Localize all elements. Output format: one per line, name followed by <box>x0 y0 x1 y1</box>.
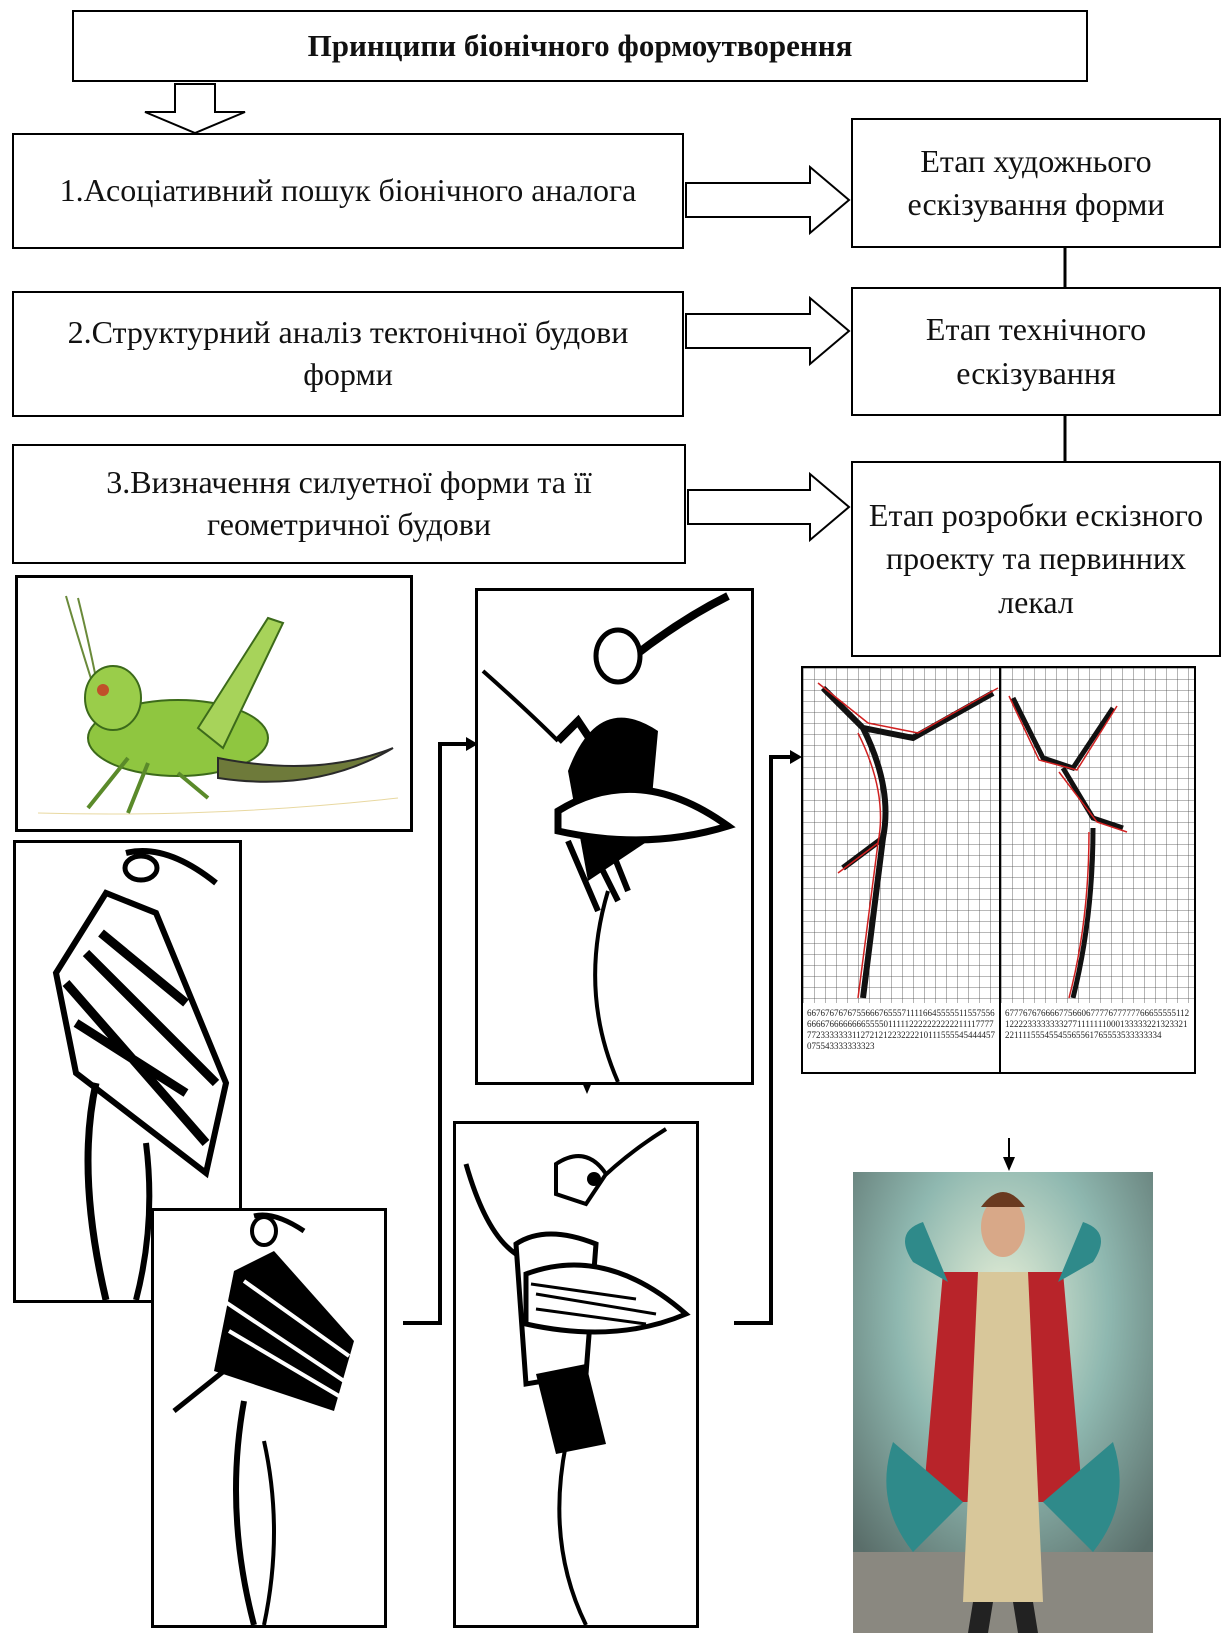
principle-box-2: 2.Структурний аналіз тектонічної будови … <box>12 291 684 417</box>
stage-box-3: Етап розробки ескізного проекту та перви… <box>851 461 1221 657</box>
right-block-arrow-2 <box>686 298 849 364</box>
figure-sketch-2 <box>453 1121 699 1628</box>
grid-numbers-left: 6676767676755666765557111166455555115575… <box>807 1008 995 1072</box>
abstract-sketch-b <box>151 1208 387 1628</box>
figure-sketch-2-drawing <box>456 1124 696 1625</box>
stage-box-2: Етап технічного ескізування <box>851 287 1221 416</box>
principle-text-1: 1.Асоціативний пошук біонічного аналога <box>60 170 637 212</box>
principle-text-2: 2.Структурний аналіз тектонічної будови … <box>64 312 632 395</box>
pattern-grid-image: 6676767676755666765557111166455555115575… <box>801 666 1196 1074</box>
stage-text-1: Етап художнього ескізування форми <box>863 140 1209 226</box>
diagram-title: Принципи біонічного формоутворення <box>72 10 1088 82</box>
stage-text-2: Етап технічного ескізування <box>883 308 1189 394</box>
grasshopper-image <box>15 575 413 832</box>
grid-numbers-right: 6777676766667756606777767777776665555511… <box>1005 1008 1191 1072</box>
figure-sketch-1-drawing <box>478 591 751 1082</box>
down-block-arrow <box>145 84 245 133</box>
principle-box-1: 1.Асоціативний пошук біонічного аналога <box>12 133 684 249</box>
runway-photo-drawing <box>853 1172 1153 1633</box>
stage-text-3: Етап розробки ескізного проекту та перви… <box>863 494 1209 624</box>
runway-photo <box>853 1172 1153 1633</box>
right-block-arrow-3 <box>688 474 849 540</box>
principle-text-3: 3.Визначення силуетної форми та її геоме… <box>44 462 654 545</box>
stage-box-1: Етап художнього ескізування форми <box>851 118 1221 248</box>
right-block-arrow-1 <box>686 167 849 233</box>
abstract-sketch-b-drawing <box>154 1211 384 1625</box>
principle-box-3: 3.Визначення силуетної форми та її геоме… <box>12 444 686 564</box>
grasshopper-drawing <box>18 578 410 829</box>
figure-sketch-1 <box>475 588 754 1085</box>
title-text: Принципи біонічного формоутворення <box>308 28 853 64</box>
